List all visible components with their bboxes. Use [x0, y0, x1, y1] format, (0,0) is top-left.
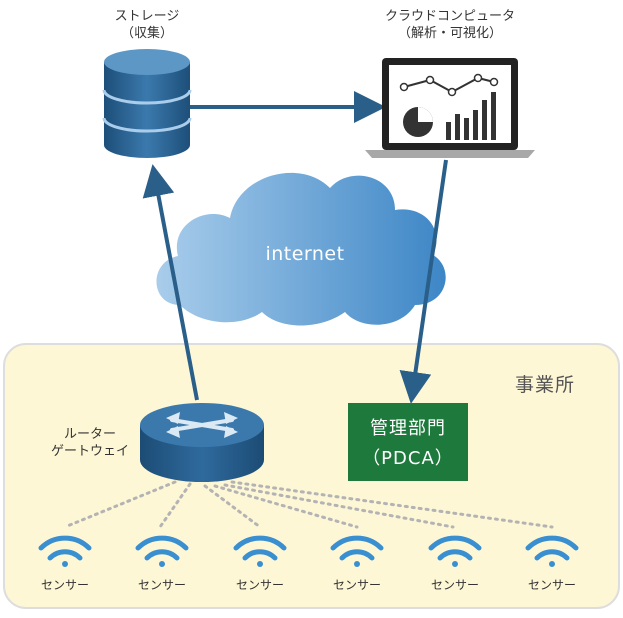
sensor-label: センサー [40, 578, 89, 592]
cloud-computer-label: クラウドコンピュータ （解析・可視化） [370, 8, 530, 42]
cloud-computer-subtitle: （解析・可視化） [397, 26, 502, 41]
router-label-line2: ゲートウェイ [50, 444, 129, 459]
router-label-line1: ルーター [63, 427, 116, 442]
sensor-label: センサー [235, 578, 284, 592]
data-flow-arrows [142, 91, 448, 404]
wifi-icon [233, 535, 287, 567]
sensor-links [63, 480, 554, 529]
internet-label: internet [265, 243, 345, 265]
sensor-label: センサー [430, 578, 479, 592]
management-subtitle: （PDCA） [362, 448, 454, 469]
management-box: 管理部門 （PDCA） [348, 403, 468, 481]
cloud-to-management-arrow [399, 159, 448, 404]
management-title: 管理部門 [370, 418, 446, 439]
router-to-storage-arrow [142, 164, 199, 401]
site-label: 事業所 [515, 374, 576, 396]
wifi-icons [38, 535, 579, 567]
wifi-icon [38, 535, 92, 567]
sensor-label: センサー [332, 578, 381, 592]
router-label: ルーター ゲートウェイ [40, 426, 140, 460]
laptop-icon [365, 58, 535, 158]
router-icon [140, 403, 264, 482]
database-icon [102, 49, 192, 158]
sensor-label: センサー [137, 578, 186, 592]
sensor-label: センサー [527, 578, 576, 592]
storage-title: ストレージ [114, 9, 180, 24]
wifi-icon [135, 535, 189, 567]
storage-subtitle: （収集） [120, 26, 173, 41]
storage-label: ストレージ （収集） [87, 8, 207, 42]
wifi-icon [330, 535, 384, 567]
cloud-computer-title: クラウドコンピュータ [384, 9, 515, 24]
wifi-icon [428, 535, 482, 567]
internet-cloud [156, 172, 446, 326]
wifi-icon [525, 535, 579, 567]
